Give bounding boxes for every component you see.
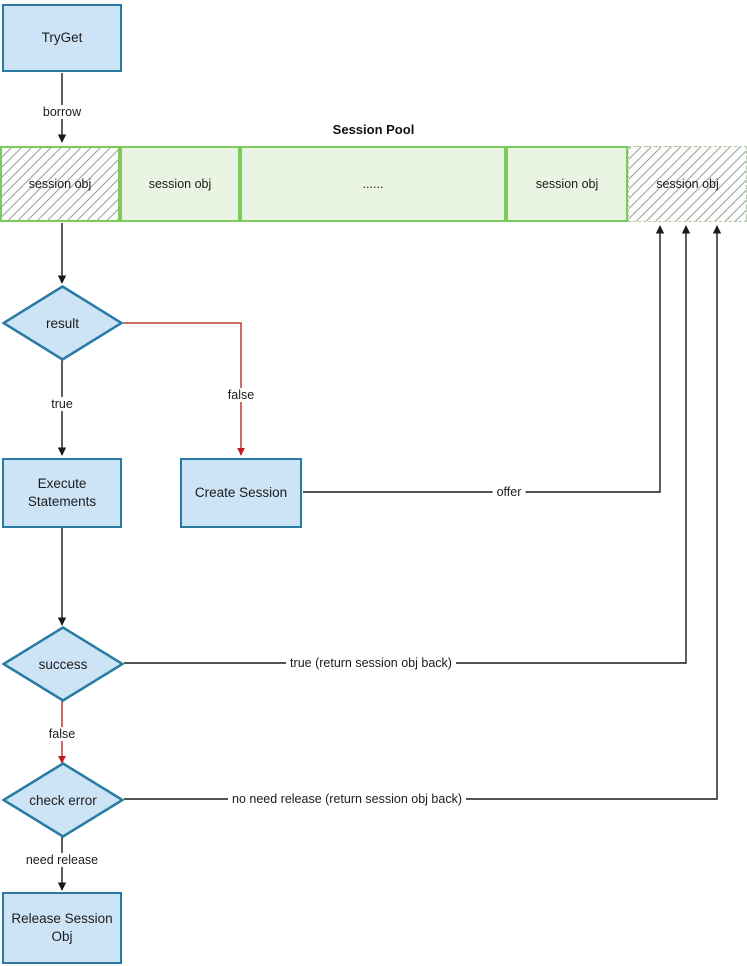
edge-label-false-success: false [44,727,80,741]
diamond-shape [2,285,123,361]
pool-cell-1[interactable]: session obj [120,146,240,222]
pool-cell-3[interactable]: session obj [506,146,628,222]
session-pool: session obj session obj ...... session o… [0,146,747,222]
node-release-session-obj-label-line2: Obj [51,929,73,944]
pool-cell-4-label: session obj [656,177,719,191]
node-release-session-obj[interactable]: Release Session Obj [2,892,122,964]
node-create-session[interactable]: Create Session [180,458,302,528]
pool-cell-4[interactable]: session obj [628,146,747,222]
node-tryget[interactable]: TryGet [2,4,122,72]
pool-cell-2-label: ...... [362,177,384,191]
node-create-session-label: Create Session [194,484,288,500]
pool-cell-0[interactable]: session obj [0,146,120,222]
node-release-session-obj-label-line1: Release Session [11,910,113,926]
edge-label-true-result: true [47,397,77,411]
edge-true-return [124,225,691,664]
decision-result[interactable]: result [2,285,123,361]
edge-label-borrow: borrow [38,105,86,119]
pool-cell-2[interactable]: ...... [240,146,506,222]
node-execute-statements-label-line1: Execute [37,475,87,491]
decision-check-error[interactable]: check error [2,762,124,838]
edge-label-false-result: false [223,388,259,402]
decision-success[interactable]: success [2,626,124,702]
node-tryget-label: TryGet [41,29,83,45]
edge-label-no-need-release: no need release (return session obj back… [228,792,466,806]
edge-label-need-release: need release [21,853,103,867]
diamond-shape [2,626,124,702]
edge-offer [303,225,665,493]
diamond-shape [2,762,124,838]
pool-title: Session Pool [332,122,415,137]
pool-cell-3-label: session obj [535,177,599,191]
pool-cell-0-label: session obj [28,177,92,191]
edge-result-false [123,322,245,456]
pool-cell-1-label: session obj [148,177,212,191]
node-execute-statements[interactable]: Execute Statements [2,458,122,528]
edge-label-offer: offer [492,485,526,499]
node-execute-statements-label-line2: Statements [27,494,97,509]
edge-label-true-return: true (return session obj back) [286,656,456,670]
